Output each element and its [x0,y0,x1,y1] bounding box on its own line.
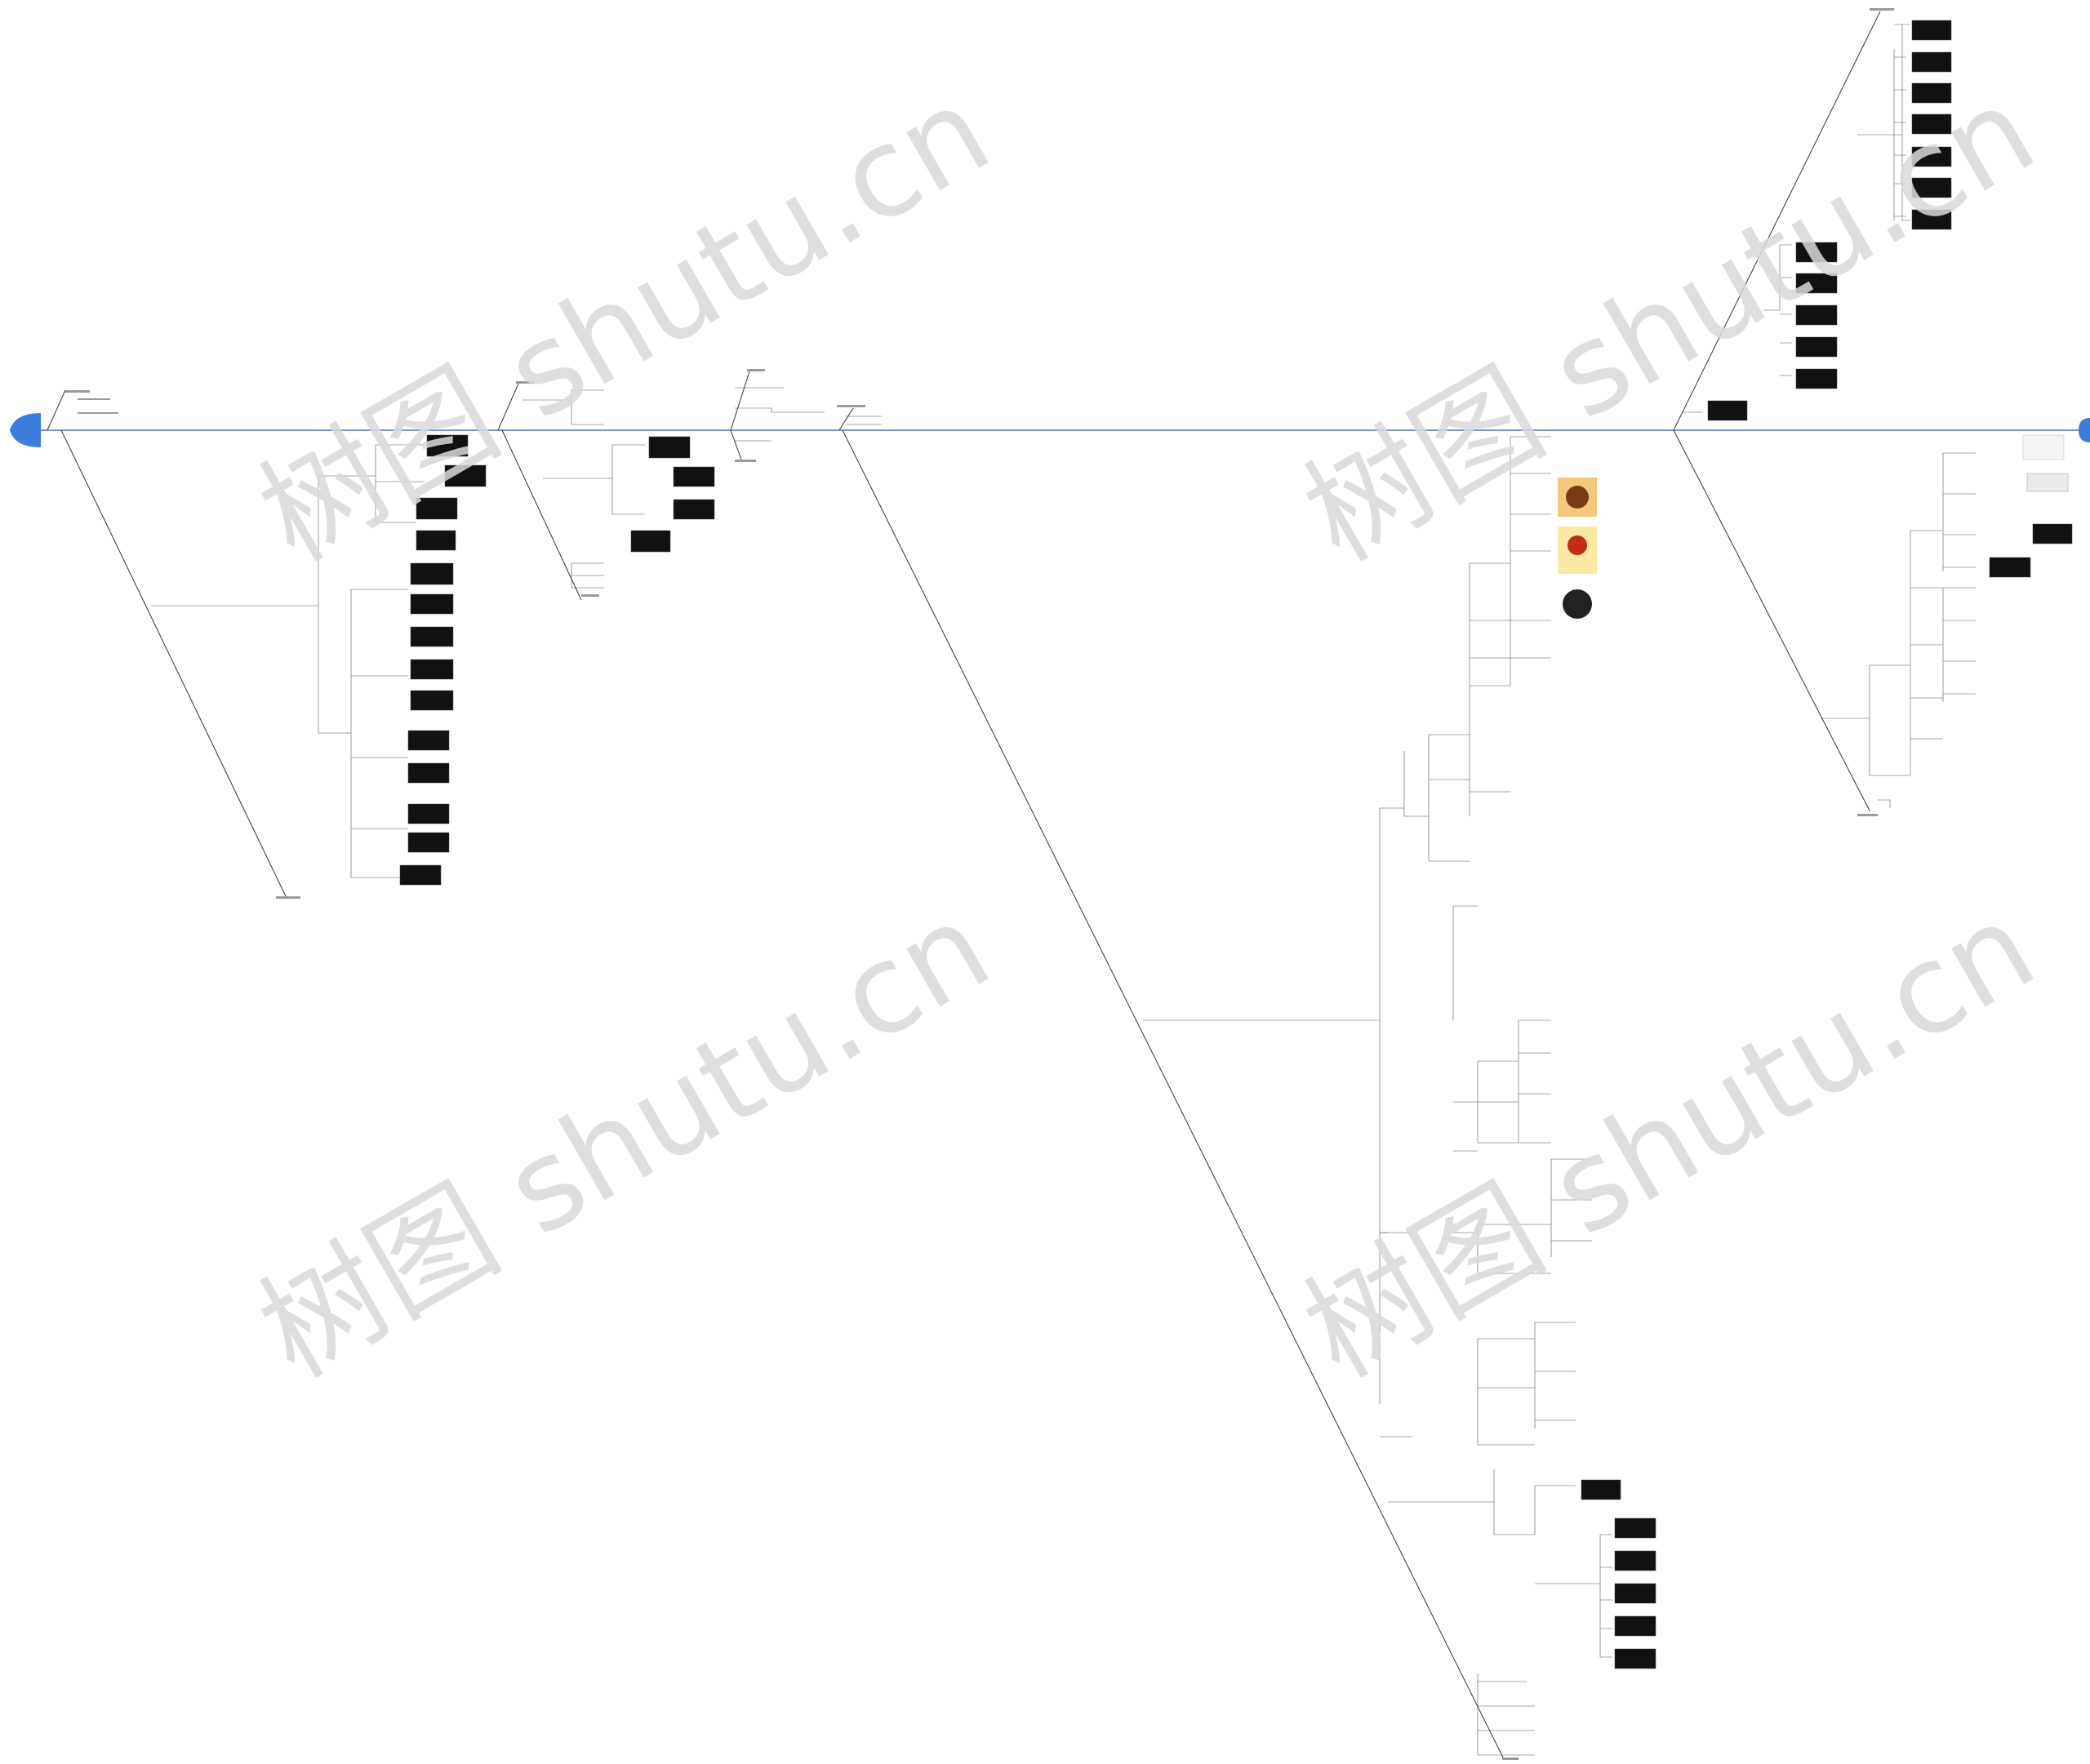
bone-lower-3 [730,429,742,460]
watermarks: 树图 shutu.cn 树图 shutu.cn 树图 shutu.cn 树图 s… [238,60,2057,1405]
watermark-1: 树图 shutu.cn [238,60,1012,589]
bone-upper-2 [497,383,519,431]
sub-branches [151,24,1976,1756]
bone-upper-3 [730,371,750,431]
image-thumbnails [399,20,2073,1669]
bone-lower-1 [60,429,287,897]
bone-upper-right [1673,11,1881,431]
node-text-placeholders [65,8,1894,1760]
watermark-2: 树图 shutu.cn [1283,60,2057,589]
bone-upper-4 [838,407,854,431]
bone-lower-right [1673,429,1870,811]
tail-node[interactable] [2079,418,2090,442]
bone-lower-main [842,429,1505,1760]
illustration-thumbnails [1558,434,2069,619]
main-bones [47,11,1881,1760]
watermark-3: 树图 shutu.cn [238,876,1012,1405]
bone-upper-1 [47,389,66,431]
watermark-4: 树图 shutu.cn [1283,876,2057,1405]
bone-lower-2 [501,429,582,601]
head-node[interactable] [10,413,41,447]
